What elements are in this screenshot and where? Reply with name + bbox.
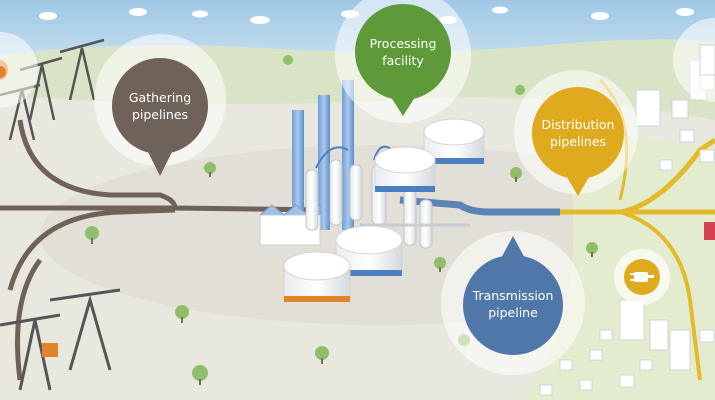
processing-facility-label: Processing facility bbox=[369, 36, 437, 68]
edge-halo bbox=[673, 18, 715, 102]
transmission-pipeline bbox=[399, 196, 560, 216]
gathering-pipeline bbox=[17, 119, 331, 213]
transmission-bubble bbox=[463, 236, 563, 355]
distribution-pipelines-label: Distribution pipelines bbox=[541, 117, 615, 149]
house-icon bbox=[699, 44, 715, 76]
distribution-pipeline bbox=[619, 210, 702, 381]
distribution-bubble bbox=[532, 87, 624, 196]
gathering-pipeline bbox=[7, 207, 176, 291]
processing-bubble bbox=[355, 4, 451, 116]
refinery-icon bbox=[259, 80, 470, 249]
house-icon bbox=[704, 222, 715, 240]
gathering-pipeline bbox=[15, 258, 43, 381]
gathering-bubble bbox=[112, 58, 208, 176]
transmission-pipeline-label: Transmission pipeline bbox=[472, 288, 554, 320]
edge-marker bbox=[0, 66, 6, 78]
edge-halo bbox=[0, 32, 38, 108]
pump-motor bbox=[42, 343, 58, 357]
electric-plug-icon bbox=[624, 259, 660, 295]
storage-tank-icon bbox=[283, 118, 485, 302]
pumpjack-icon bbox=[0, 288, 121, 391]
gathering-pipelines-label: Gathering pipelines bbox=[128, 90, 192, 122]
